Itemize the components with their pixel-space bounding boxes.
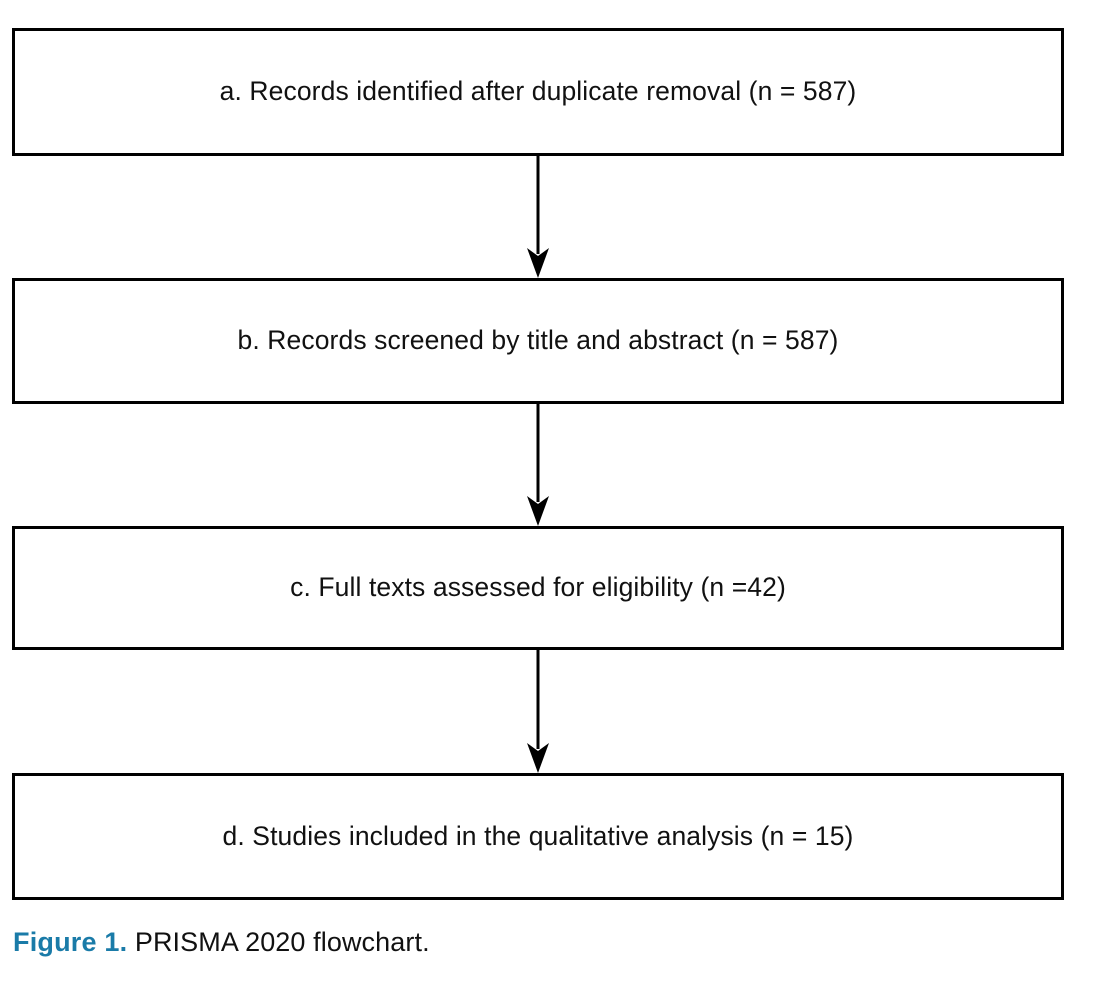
- flow-node-a-label: a. Records identified after duplicate re…: [219, 76, 857, 107]
- arrow-a-to-b-icon: [527, 156, 549, 278]
- flow-node-d-label: d. Studies included in the qualitative a…: [222, 820, 854, 851]
- flow-node-b-label: b. Records screened by title and abstrac…: [237, 325, 839, 356]
- flow-node-c-label: c. Full texts assessed for eligibility (…: [290, 572, 786, 603]
- figure-caption-text: PRISMA 2020 flowchart.: [134, 927, 430, 957]
- figure-caption-label: Figure 1.: [13, 927, 128, 957]
- flow-node-c: c. Full texts assessed for eligibility (…: [12, 526, 1064, 650]
- flow-node-a: a. Records identified after duplicate re…: [12, 28, 1064, 156]
- flow-node-b: b. Records screened by title and abstrac…: [12, 278, 1064, 404]
- figure-caption: Figure 1. PRISMA 2020 flowchart.: [13, 925, 430, 960]
- arrow-c-to-d-icon: [527, 650, 549, 773]
- arrow-b-to-c-icon: [527, 404, 549, 526]
- flow-node-d: d. Studies included in the qualitative a…: [12, 773, 1064, 900]
